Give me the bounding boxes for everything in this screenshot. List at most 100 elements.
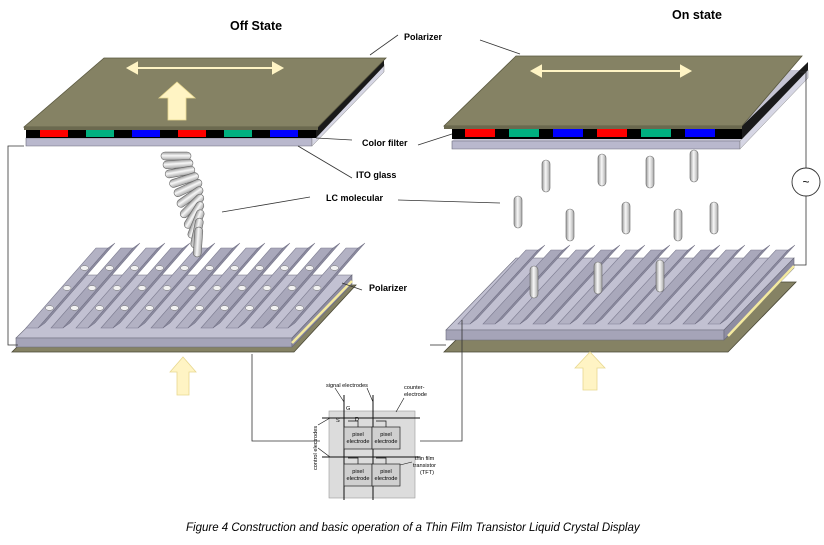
color-filter-cell [553, 128, 583, 137]
twisted-lc-molecule [173, 179, 203, 197]
tft-matrix-detail: pixelelectrodepixelelectrodepixelelectro… [313, 383, 436, 500]
ito-glass-label: ITO glass [356, 170, 396, 180]
lc-molecule-end [180, 265, 189, 271]
pixel-electrode [343, 463, 373, 487]
pixel-electrode-label-1: pixel [380, 432, 392, 438]
lc-molecule-end [280, 265, 289, 271]
lc-molecule-end [312, 285, 322, 291]
polarizer-top-label: Polarizer [404, 32, 443, 42]
pixel-electrode-label-1: pixel [380, 469, 392, 475]
pixel-electrode-label-2: electrode [346, 476, 369, 482]
alignment-ridge-side [694, 244, 771, 325]
color-filter-cell [685, 128, 715, 137]
aligned-lc-molecule [597, 153, 607, 187]
alignment-ridge-side [237, 242, 316, 329]
polarizer-bottom-label: Polarizer [369, 283, 408, 293]
lc-molecule-end [80, 265, 89, 271]
lc-molecule-end [187, 285, 197, 291]
lc-molecule-end [155, 265, 164, 271]
twisted-lc-molecule [164, 165, 196, 179]
color-filter-cell [641, 128, 671, 137]
aligned-lc-molecule [593, 261, 603, 295]
tft-transistor [348, 457, 359, 464]
figure-caption: Figure 4 Construction and basic operatio… [186, 522, 641, 534]
tft-drain-label: D [355, 417, 359, 423]
ac-source-symbol: ~ [802, 175, 809, 189]
alignment-ridge-side [112, 242, 191, 329]
lc-molecule-end [255, 265, 264, 271]
alignment-ridge-side [62, 242, 141, 329]
lc-molecule-end [195, 305, 204, 311]
tft-transistor [376, 457, 387, 464]
color-filter-cell [86, 129, 114, 137]
aligned-lc-molecule [621, 201, 631, 235]
twisted-lc-molecule [192, 226, 204, 258]
alignment-ridge-side [87, 242, 166, 329]
color-filter-cell [178, 129, 206, 137]
off-light-arrow-top [157, 81, 197, 121]
twisted-lc-molecule [160, 151, 192, 161]
lc-molecule-end [237, 285, 247, 291]
tft-label-1: thin film [415, 456, 435, 462]
on-state-title: On state [672, 8, 722, 22]
off-state-title: Off State [230, 19, 282, 33]
lc-molecule-end [105, 265, 114, 271]
aligned-lc-molecule [513, 195, 523, 229]
off-state-assembly [11, 242, 366, 396]
tft-counter-label-1: counter- [404, 385, 425, 391]
alignment-ridge-side [262, 242, 341, 329]
lc-molecule-end [287, 285, 297, 291]
alignment-ridge-side [287, 242, 366, 329]
alignment-ridge-side [37, 242, 116, 329]
lc-molecule-end [45, 305, 54, 311]
aligned-lc-molecule [655, 259, 665, 293]
aligned-lc-molecule [709, 201, 719, 235]
aligned-lc-molecule [645, 155, 655, 189]
pixel-electrode-label-2: electrode [374, 439, 397, 445]
alignment-ridge-side [519, 244, 596, 325]
off-polarization-arrow [125, 61, 285, 75]
alignment-ridge-side [212, 242, 291, 329]
color-filter-cell [509, 128, 539, 137]
lc-molecule-end [95, 305, 104, 311]
alignment-ridge-side [644, 244, 721, 325]
aligned-lc-molecule [541, 159, 551, 193]
color-filter-cell [597, 128, 627, 137]
color-filter-cell [132, 129, 160, 137]
tft-gate-label: G [346, 406, 350, 412]
lc-molecular-label: LC molecular [326, 193, 384, 203]
off-color-filter [26, 127, 316, 138]
alignment-ridge-side [594, 244, 671, 325]
alignment-ridge-side [162, 242, 241, 329]
lc-molecule-end [87, 285, 97, 291]
lc-molecule-end [120, 305, 129, 311]
tft-transistor [376, 420, 387, 427]
lc-molecule-end [70, 305, 79, 311]
lc-molecule-end [262, 285, 272, 291]
alignment-ridge-side [719, 244, 796, 325]
pixel-electrode-label-1: pixel [352, 432, 364, 438]
on-state-assembly [430, 244, 797, 391]
lc-molecule-end [170, 305, 179, 311]
on-aligned-lc-molecules [513, 149, 719, 299]
pixel-electrode [371, 463, 401, 487]
tft-label-3: (TFT) [420, 470, 434, 476]
color-filter-label: Color filter [362, 138, 408, 148]
lc-molecule-end [162, 285, 172, 291]
ac-source [791, 167, 821, 197]
leader-lines [221, 34, 521, 442]
tft-counter-label-2: electrode [404, 392, 427, 398]
off-light-arrow-bottom [169, 356, 197, 396]
tft-label-2: transistor [413, 463, 436, 469]
on-top-polarizer [443, 55, 803, 127]
lc-molecule-end [130, 265, 139, 271]
off-alignment-grooves [25, 242, 366, 329]
aligned-lc-molecule [529, 265, 539, 299]
color-filter-cell [465, 128, 495, 137]
lc-molecule-end [112, 285, 122, 291]
pixel-electrode [371, 426, 401, 450]
tft-source-label: S [336, 418, 340, 424]
on-alignment-grooves [457, 244, 796, 325]
lc-molecule-end [220, 305, 229, 311]
